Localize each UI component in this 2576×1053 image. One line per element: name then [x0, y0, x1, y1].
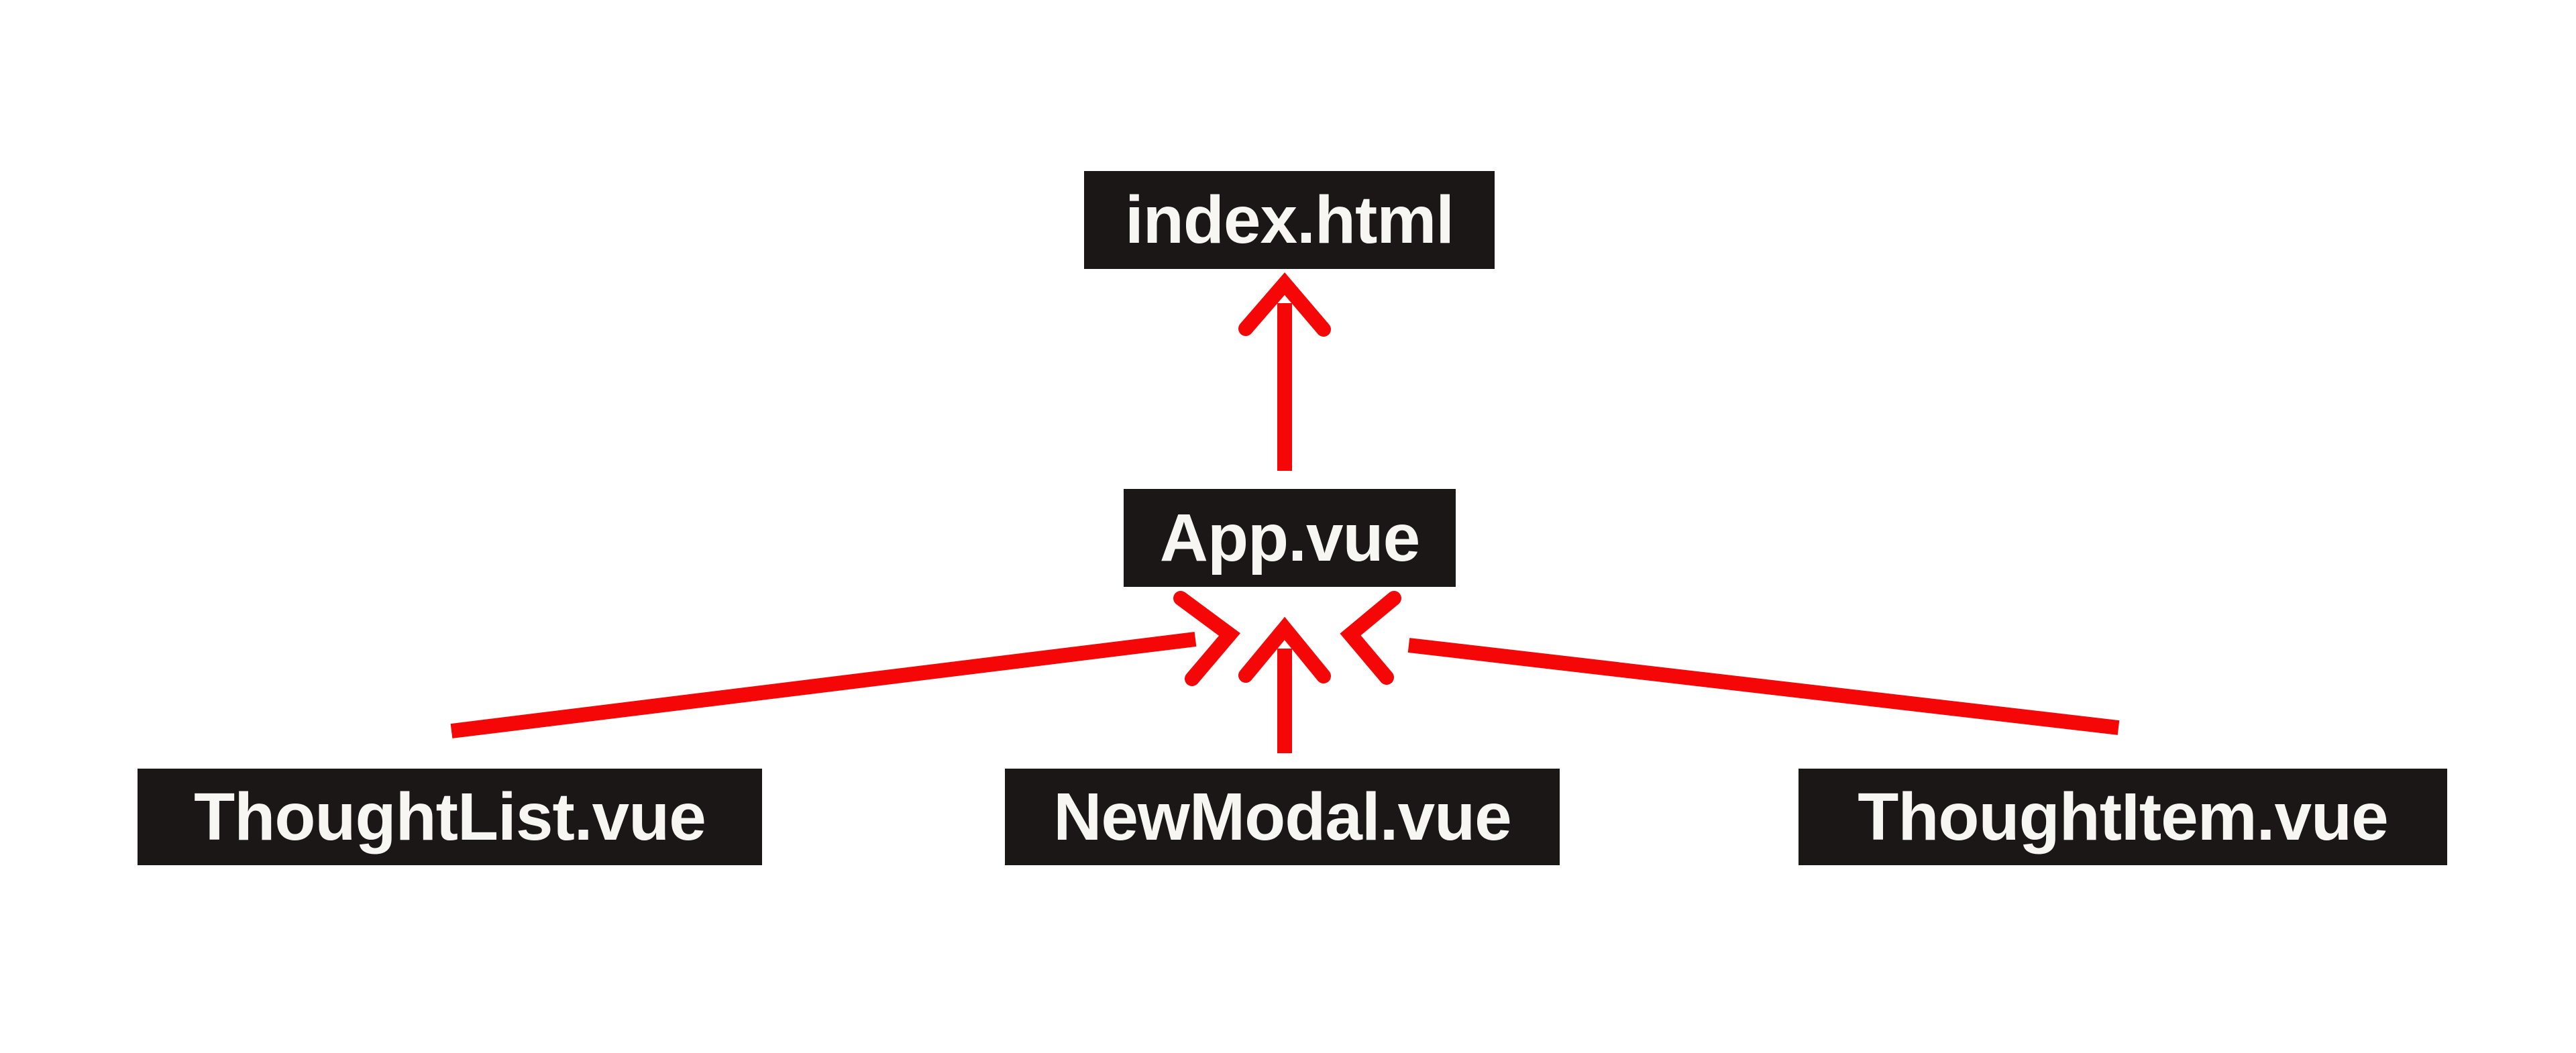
- arrowhead-up-icon: [1238, 616, 1331, 683]
- edge-appvue-to-indexhtml-arrow: [1238, 272, 1331, 471]
- node-thoughtlist-vue: ThoughtList.vue: [138, 769, 762, 865]
- node-newmodal-vue: NewModal.vue: [1005, 769, 1560, 865]
- edge-newmodal-to-appvue-arrow: [1238, 616, 1331, 753]
- node-thoughtitem-vue: ThoughtItem.vue: [1799, 769, 2447, 865]
- node-index-html: index.html: [1084, 171, 1495, 269]
- edge-thoughtlist-to-appvue-arrow: [450, 591, 1240, 738]
- node-thoughtitem-vue-label: ThoughtItem.vue: [1858, 779, 2389, 854]
- arrow-shaft: [1407, 638, 2120, 735]
- node-app-vue: App.vue: [1124, 489, 1456, 587]
- arrow-shaft: [450, 632, 1197, 738]
- edge-thoughtitem-to-appvue-arrow: [1340, 591, 2120, 735]
- node-thoughtlist-vue-label: ThoughtList.vue: [194, 779, 706, 854]
- node-app-vue-label: App.vue: [1159, 500, 1420, 575]
- node-index-html-label: index.html: [1124, 182, 1454, 258]
- arrowhead-upright-icon: [1173, 591, 1240, 686]
- arrowhead-upleft-icon: [1340, 591, 1401, 685]
- arrowhead-up-icon: [1238, 272, 1331, 337]
- node-newmodal-vue-label: NewModal.vue: [1053, 779, 1512, 854]
